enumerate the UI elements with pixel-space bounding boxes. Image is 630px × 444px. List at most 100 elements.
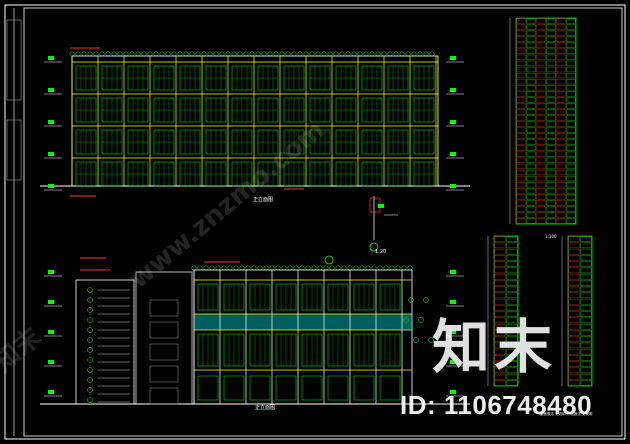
strip-cell xyxy=(580,305,592,311)
level-tag xyxy=(48,360,54,364)
roof-plant xyxy=(297,51,303,57)
stair-tower xyxy=(75,279,135,405)
strip-cell xyxy=(546,157,556,163)
strip-cell xyxy=(494,305,506,311)
strip-cell xyxy=(536,72,546,79)
roof-plant xyxy=(203,265,209,271)
strip-cell xyxy=(536,139,546,145)
strip-cell xyxy=(494,348,506,355)
bottom-note: 屋面做法 见说明 外墙做法 见说明 xyxy=(540,411,593,416)
strip-cell xyxy=(526,157,536,163)
strip-cell xyxy=(506,373,518,380)
strip-cell xyxy=(546,66,556,73)
strip-cell xyxy=(556,206,566,212)
roof-plant xyxy=(215,265,221,271)
strip-cell xyxy=(546,109,556,115)
roof-plant xyxy=(233,265,239,271)
level-tag xyxy=(450,120,456,124)
strip-cell xyxy=(506,292,518,299)
strip-cell xyxy=(526,163,536,170)
strip-cell xyxy=(580,380,592,386)
strip-cell xyxy=(526,218,536,224)
strip-cell xyxy=(580,286,592,292)
strip-cell xyxy=(580,317,592,324)
level-tag xyxy=(48,390,54,394)
strip-cell xyxy=(568,311,580,317)
front-elevation xyxy=(40,47,470,197)
strip-cell xyxy=(536,151,546,157)
roof-plant xyxy=(383,265,389,271)
roof-plant xyxy=(159,51,165,57)
strip-cell xyxy=(516,48,526,54)
strip-cell xyxy=(516,30,526,36)
strip-cell xyxy=(516,97,526,103)
strip-cell xyxy=(566,60,576,67)
roof-plant xyxy=(257,265,263,271)
strip-cell xyxy=(580,367,592,374)
strip-cell xyxy=(526,109,536,115)
strip-cell xyxy=(536,60,546,67)
strip-cell xyxy=(566,30,576,36)
strip-cell xyxy=(506,273,518,280)
level-tag xyxy=(48,270,54,274)
roof-plant xyxy=(219,51,225,57)
strip-cell xyxy=(556,127,566,133)
strip-cell xyxy=(516,163,526,170)
strip-cell xyxy=(516,60,526,67)
level-tag xyxy=(450,390,456,394)
roof-plant xyxy=(371,265,377,271)
strip-cell xyxy=(526,91,536,97)
vine-plant xyxy=(87,387,93,393)
level-tag xyxy=(450,184,456,188)
strip-cell xyxy=(536,218,546,224)
strip-cell xyxy=(536,163,546,170)
roof-plant xyxy=(237,51,243,57)
strip-cell xyxy=(556,18,566,24)
strip-cell xyxy=(516,72,526,79)
strip-cell xyxy=(566,103,576,109)
strip-cell xyxy=(556,188,566,194)
strip-cell xyxy=(566,91,576,97)
strip-cell xyxy=(526,85,536,91)
roof-plant xyxy=(273,51,279,57)
strip-cell xyxy=(580,323,592,330)
strip-cell xyxy=(568,273,580,280)
roof-plant xyxy=(381,51,387,57)
roof-plant xyxy=(405,51,411,57)
roof-plant xyxy=(209,265,215,271)
strip-cell xyxy=(506,348,518,355)
strip-cell xyxy=(566,42,576,48)
strip-cell xyxy=(556,194,566,200)
strip-cell xyxy=(546,175,556,182)
level-tag xyxy=(450,88,456,92)
strip-cell xyxy=(506,311,518,317)
strip-cell xyxy=(546,18,556,24)
strip-cell xyxy=(526,194,536,200)
strip-cell xyxy=(506,286,518,292)
strip-cell xyxy=(506,355,518,361)
strip-cell xyxy=(494,280,506,286)
strip-cell xyxy=(516,24,526,30)
roof-plant xyxy=(171,51,177,57)
strip-cell xyxy=(526,103,536,109)
section-strip-a xyxy=(487,235,519,387)
strip-cell xyxy=(566,72,576,79)
roof-plant xyxy=(303,51,309,57)
strip-cell xyxy=(568,298,580,305)
roof-plant xyxy=(327,51,333,57)
strip-cell xyxy=(566,36,576,42)
strip-cell xyxy=(566,163,576,170)
roof-plant xyxy=(165,51,171,57)
strip-cell xyxy=(566,127,576,133)
strip-cell xyxy=(536,79,546,85)
site-logo-watermark: 知末 xyxy=(432,313,557,381)
roof-plant xyxy=(399,51,405,57)
strip-cell xyxy=(526,54,536,60)
strip-cell xyxy=(568,236,580,242)
strip-cell xyxy=(568,367,580,374)
strip-cell xyxy=(536,127,546,133)
roof-plant xyxy=(407,265,413,271)
strip-cell xyxy=(526,30,536,36)
roof-plant xyxy=(87,51,93,57)
level-tag xyxy=(48,152,54,156)
